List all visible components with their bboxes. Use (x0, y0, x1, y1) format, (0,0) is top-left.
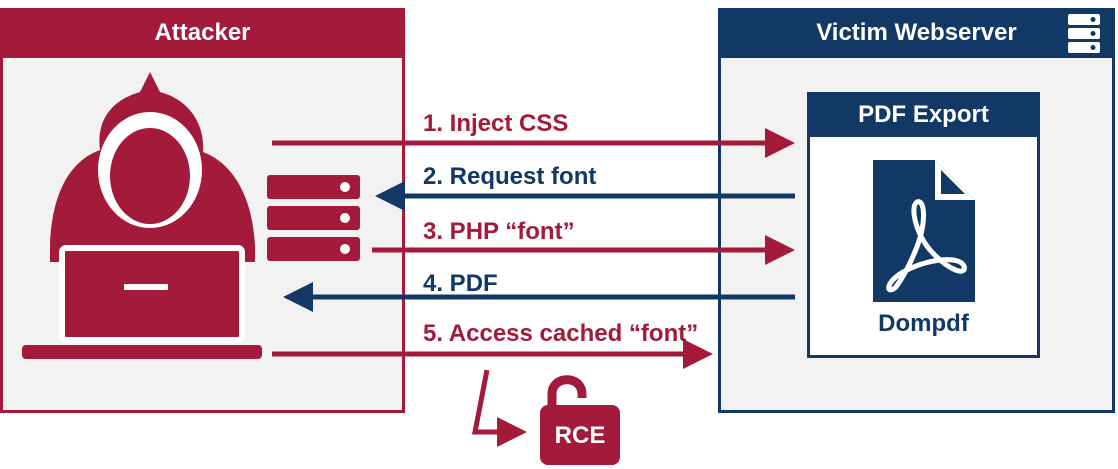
attacker-title: Attacker (0, 8, 405, 58)
server-icon-small (1068, 14, 1100, 53)
hacker-icon (22, 72, 262, 359)
step-4-label: 4. PDF (423, 270, 498, 297)
victim-title: Victim Webserver (718, 8, 1115, 58)
step-1-label: 1. Inject CSS (423, 110, 569, 137)
server-stack-icon (267, 175, 360, 261)
rce-label: RCE (554, 422, 606, 449)
step-5-label: 5. Access cached “font” (423, 320, 699, 347)
pdf-file-icon (873, 160, 975, 302)
dompdf-caption: Dompdf (878, 310, 969, 337)
unlocked-padlock-icon (540, 375, 620, 465)
arrow-rce (471, 369, 527, 447)
step-2-label: 2. Request font (423, 163, 597, 190)
step-3-label: 3. PHP “font” (423, 218, 575, 245)
pdf-export-title: PDF Export (807, 92, 1040, 137)
pdf-export-box: PDF Export (807, 92, 1040, 358)
